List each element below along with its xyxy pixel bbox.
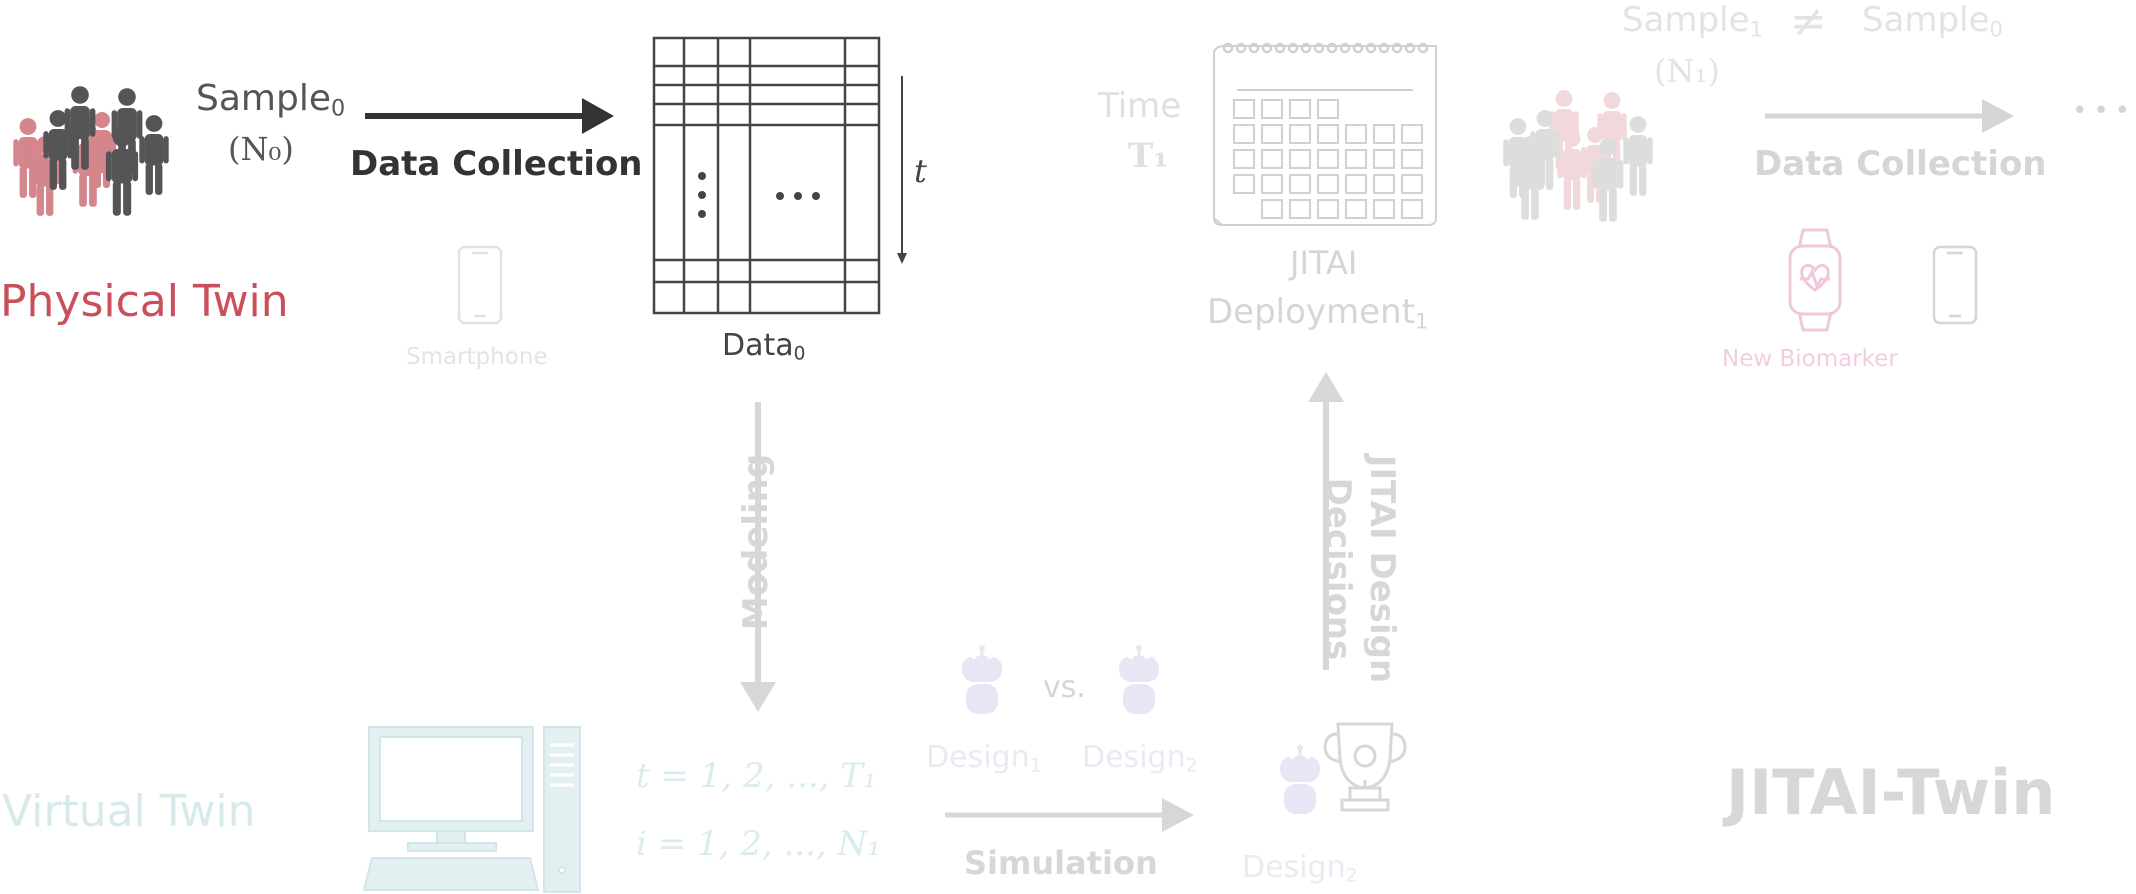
decisions-arrow <box>1308 372 1344 670</box>
data-collection-label: Data Collection <box>350 144 643 184</box>
design2-base: Design <box>1082 740 1186 775</box>
time-axis-label: t <box>914 152 927 190</box>
sample-compare-right: Sample0 <box>1862 0 2003 41</box>
jitai-label: JITAI <box>1290 244 1358 282</box>
modeling-arrow <box>740 402 776 712</box>
design1-label: Design1 <box>926 740 1041 777</box>
data-collection-label-2: Data Collection <box>1754 144 2047 184</box>
jitai-twin-title: JITAI-Twin <box>1726 756 2056 829</box>
equation-t: t = 1, 2, ..., T₁ <box>636 756 877 796</box>
not-equal-sign: ≠ <box>1790 0 1827 47</box>
design2-label: Design2 <box>1082 740 1197 777</box>
virtual-twin-label: Virtual Twin <box>2 786 256 837</box>
sample0-cmp-sub: 0 <box>1989 16 2003 42</box>
robot-design2-icon <box>1119 645 1159 714</box>
calendar-icon <box>1213 42 1437 226</box>
physical-crowd-icon <box>13 86 169 216</box>
design1-base: Design <box>926 740 1030 775</box>
sample1-sub: 1 <box>1749 16 1763 42</box>
data-collection-arrow-2 <box>1765 99 2014 133</box>
robot-faces <box>971 653 1311 759</box>
computer-icon <box>362 726 581 893</box>
continuation-ellipsis: ••• <box>2072 96 2136 126</box>
trophy-icon <box>1323 722 1407 812</box>
time-axis-arrow <box>897 76 907 264</box>
winner-design-label: Design2 <box>1242 850 1357 887</box>
decisions-label: JITAI Design Decisions <box>1316 439 1404 699</box>
design2-sub: 2 <box>1185 755 1198 777</box>
table-ellipsis <box>698 172 820 218</box>
simulation-arrow <box>945 798 1194 832</box>
n0-label: (N₀) <box>228 130 294 168</box>
sample1-base: Sample <box>1622 0 1750 40</box>
equation-i: i = 1, 2, ..., N₁ <box>636 824 881 864</box>
deployment-sub: 1 <box>1414 308 1429 334</box>
deployment1-label: Deployment1 <box>1207 292 1428 333</box>
smartphone-icon-2 <box>1932 245 1978 325</box>
sample-compare-left: Sample1 <box>1622 0 1763 41</box>
sample0-label: Sample0 <box>196 78 345 122</box>
n1-label: (N₁) <box>1654 52 1720 90</box>
winner-sub: 2 <box>1345 865 1358 887</box>
data0-label: Data0 <box>722 328 805 365</box>
new-biomarker-label: New Biomarker <box>1722 346 1898 372</box>
time-value: T₁ <box>1128 136 1169 176</box>
data0-base: Data <box>722 328 794 363</box>
decisions-line1: JITAI Design <box>1362 454 1402 684</box>
deployment-base: Deployment <box>1207 292 1415 332</box>
vs-label: vs. <box>1043 670 1086 705</box>
smartwatch-icon <box>1788 228 1842 332</box>
time-label: Time <box>1098 86 1182 126</box>
new-sample-crowd-icon <box>1503 90 1653 222</box>
robot-winner-icon <box>1280 745 1320 814</box>
sample0-base: Sample <box>196 78 331 119</box>
simulation-label: Simulation <box>964 844 1158 882</box>
winner-base: Design <box>1242 850 1346 885</box>
sample0-cmp-base: Sample <box>1862 0 1990 40</box>
robot-design1-icon <box>962 645 1002 714</box>
sample0-sub: 0 <box>330 95 346 122</box>
physical-twin-label: Physical Twin <box>0 276 289 327</box>
smartphone-label: Smartphone <box>406 344 548 370</box>
data-table-icon <box>652 36 881 315</box>
decisions-line2: Decisions <box>1318 477 1358 661</box>
design1-sub: 1 <box>1029 755 1042 777</box>
smartphone-icon <box>457 245 503 325</box>
data0-sub: 0 <box>793 343 806 365</box>
data-collection-arrow <box>365 98 614 134</box>
modeling-label: Modeling <box>736 453 776 631</box>
